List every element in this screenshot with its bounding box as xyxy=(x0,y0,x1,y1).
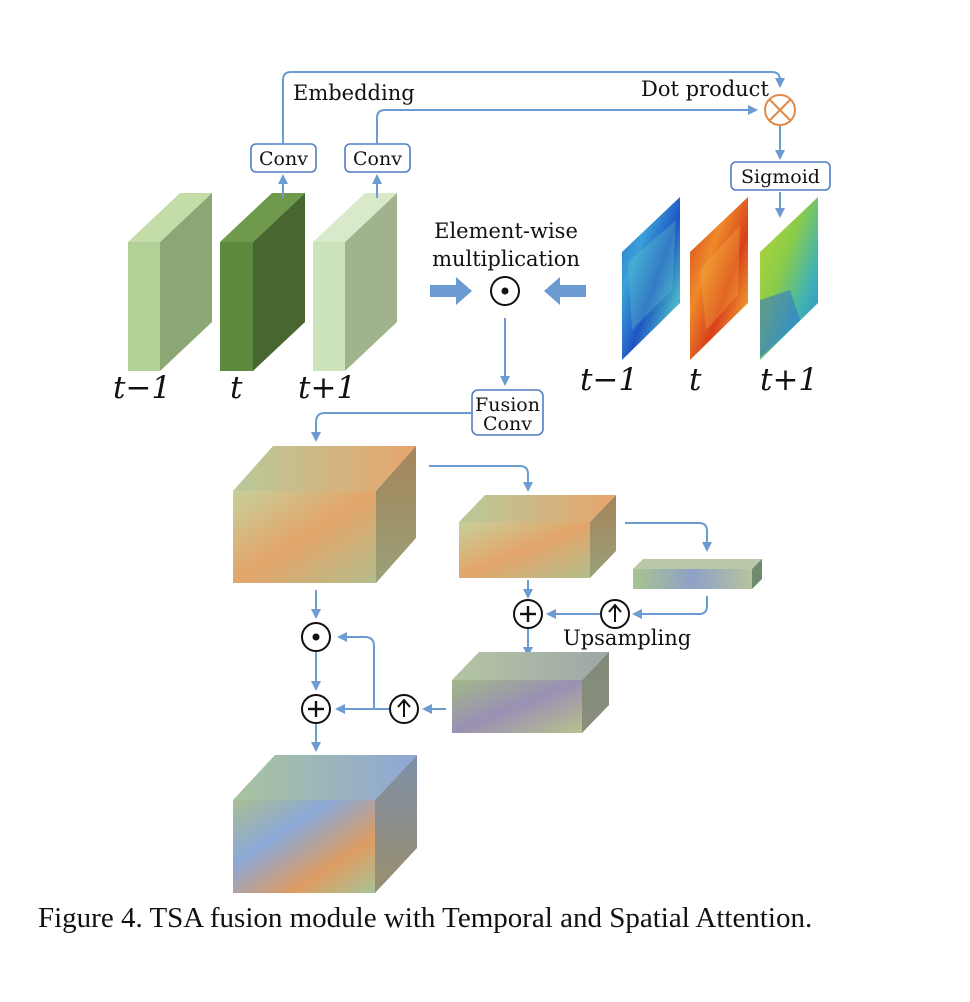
feature-cube-purple xyxy=(452,652,609,733)
frame-label-t-minus-1: t−1 xyxy=(113,370,171,406)
arrow-small-to-upsample xyxy=(632,596,708,619)
element-wise-label-line2: multiplication xyxy=(432,247,580,271)
upsample-symbol-2 xyxy=(389,694,419,724)
feature-block-small xyxy=(633,559,762,589)
feature-cube-medium xyxy=(459,495,616,578)
dot-product-label: Dot product xyxy=(641,77,769,101)
map-label-t-plus-1: t+1 xyxy=(760,362,818,398)
svg-text:Conv: Conv xyxy=(259,148,308,170)
output-feature-cube xyxy=(233,755,417,893)
upsampling-label: Upsampling xyxy=(563,626,691,650)
frame-slab-t-plus-1 xyxy=(313,193,397,371)
figure-caption: Figure 4. TSA fusion module with Tempora… xyxy=(38,902,813,934)
elementwise-mult-symbol-2 xyxy=(301,622,331,652)
arrow-large-to-medium xyxy=(429,465,533,492)
add-symbol-1 xyxy=(513,599,543,629)
block-arrow-from-frames xyxy=(430,277,472,305)
attention-map-t-plus-1 xyxy=(760,197,818,360)
attention-map-t-minus-1 xyxy=(622,197,680,360)
sigmoid-box: Sigmoid xyxy=(730,161,831,191)
frame-slab-t xyxy=(220,193,305,371)
frame-slab-t-minus-1 xyxy=(128,193,212,371)
frame-label-t: t xyxy=(230,370,243,406)
fusion-conv-box: Fusion Conv xyxy=(471,389,544,436)
dot-product-symbol xyxy=(764,94,796,126)
arrow-fusion-to-feature xyxy=(311,412,472,442)
arrow-upsample-to-mult xyxy=(337,632,375,709)
embedding-label: Embedding xyxy=(293,81,415,105)
attention-map-t xyxy=(690,197,748,360)
svg-text:Conv: Conv xyxy=(483,413,532,435)
add-symbol-2 xyxy=(301,694,331,724)
upsample-symbol-1 xyxy=(600,599,630,629)
element-wise-label-line1: Element-wise xyxy=(434,219,578,243)
conv-box-left: Conv xyxy=(250,143,317,173)
frame-label-t-plus-1: t+1 xyxy=(298,370,356,406)
arrow-embedding-top xyxy=(282,71,785,144)
arrow-embedding-bottom xyxy=(376,105,758,144)
arrow-medium-to-small xyxy=(625,522,712,552)
block-arrow-from-maps xyxy=(544,277,586,305)
elementwise-mult-symbol xyxy=(490,276,520,306)
svg-text:Conv: Conv xyxy=(353,148,402,170)
conv-box-right: Conv xyxy=(344,143,411,173)
map-label-t-minus-1: t−1 xyxy=(580,362,638,398)
map-label-t: t xyxy=(689,362,702,398)
svg-text:Fusion: Fusion xyxy=(475,394,540,416)
svg-text:Sigmoid: Sigmoid xyxy=(741,166,820,188)
feature-cube-large xyxy=(233,446,416,583)
